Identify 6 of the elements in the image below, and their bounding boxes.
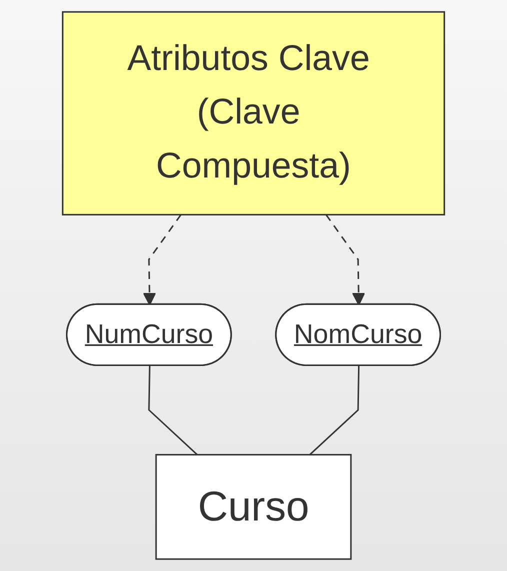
node-box: Atributos Clave (Clave Compuesta): [62, 11, 446, 216]
node-box: Curso: [155, 454, 352, 560]
connector: [309, 366, 360, 456]
connector: [148, 366, 198, 456]
arrow: [142, 214, 182, 306]
arrow: [325, 214, 366, 306]
